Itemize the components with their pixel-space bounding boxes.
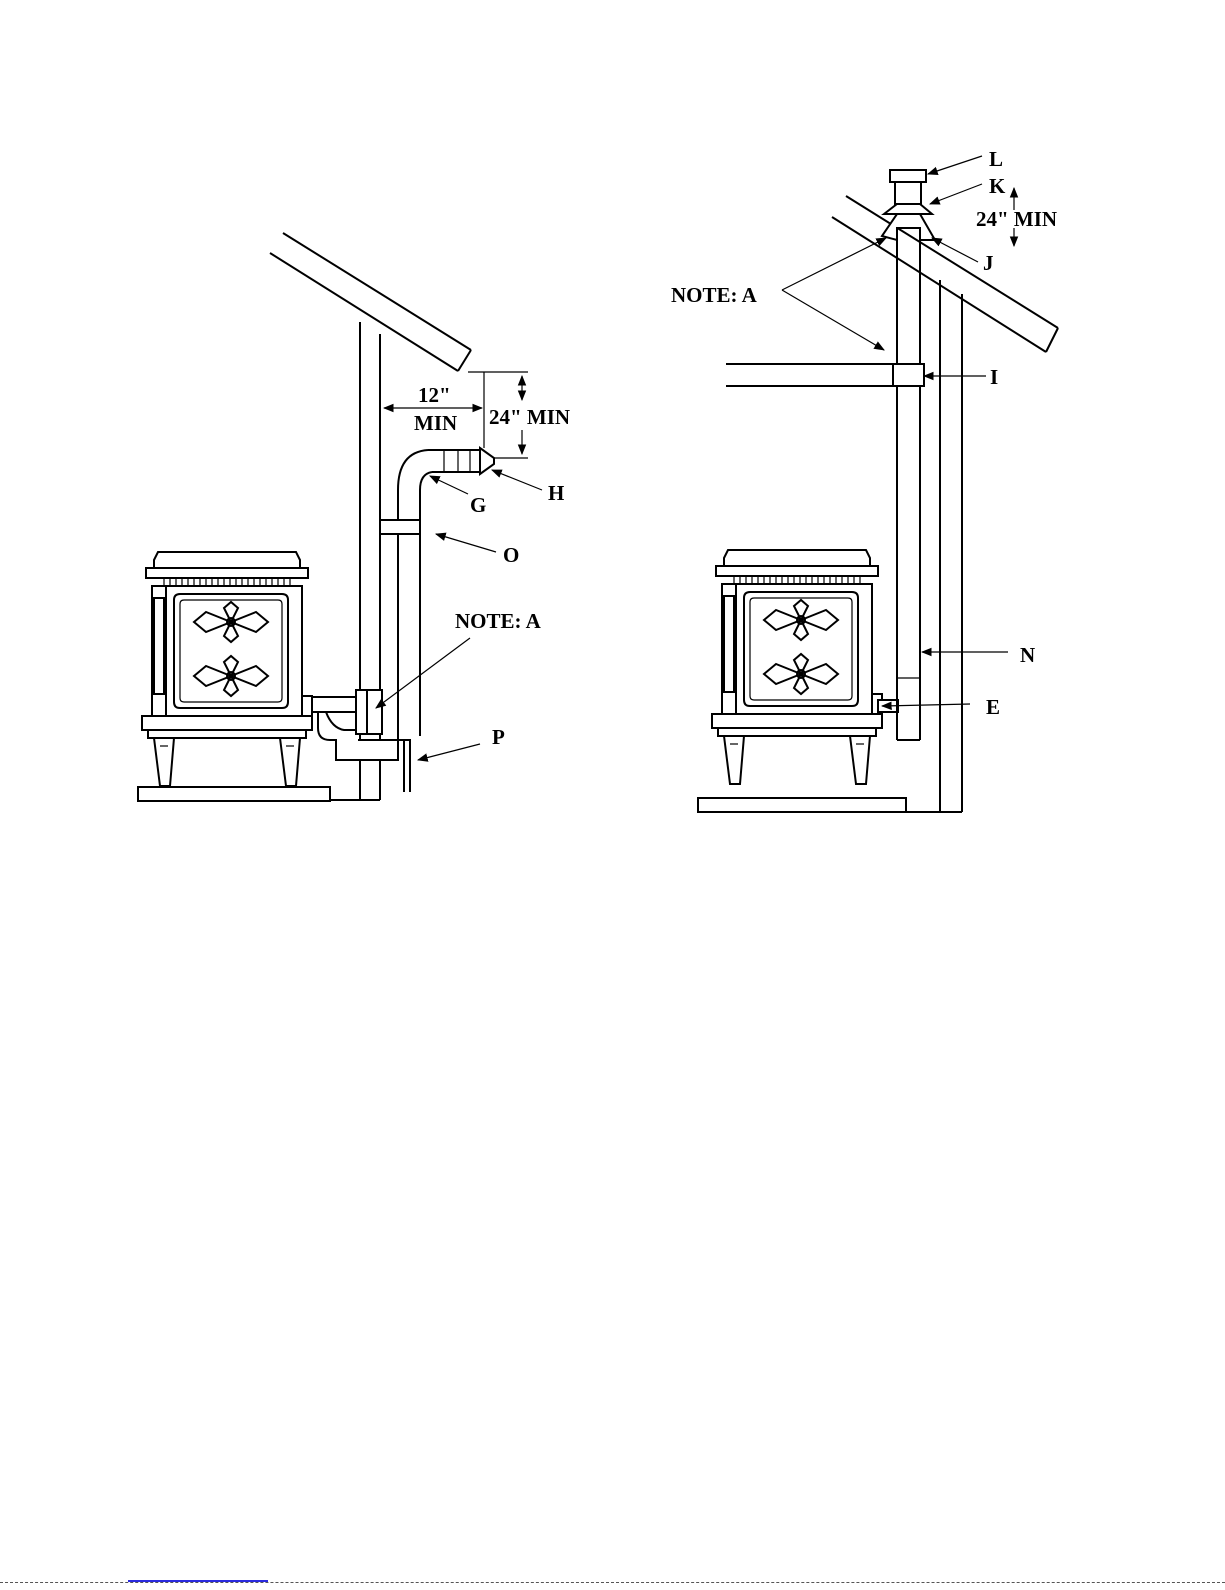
note-a-label: NOTE: A bbox=[455, 609, 542, 633]
dim-12-min-label: MIN bbox=[414, 411, 457, 435]
label-j: J bbox=[983, 251, 994, 275]
label-n: N bbox=[1020, 643, 1035, 667]
right-installation: L K 24" MIN J NOTE: A I N E bbox=[671, 147, 1058, 812]
dim-12-label: 12" bbox=[418, 383, 451, 407]
label-e: E bbox=[986, 695, 1000, 719]
label-p: P bbox=[492, 725, 505, 749]
label-i: I bbox=[990, 365, 998, 389]
note-a-label: NOTE: A bbox=[671, 283, 758, 307]
label-h: H bbox=[548, 481, 564, 505]
footer-divider bbox=[0, 1582, 1225, 1583]
label-k: K bbox=[989, 174, 1006, 198]
dim-24-min-label: 24" MIN bbox=[976, 207, 1057, 231]
left-installation: 12" MIN 24" MIN G H O NOTE: A P bbox=[138, 233, 570, 801]
label-l: L bbox=[989, 147, 1003, 171]
dim-24-min-label: 24" MIN bbox=[489, 405, 570, 429]
footer-link-underline bbox=[128, 1580, 268, 1582]
label-g: G bbox=[470, 493, 486, 517]
label-o: O bbox=[503, 543, 519, 567]
